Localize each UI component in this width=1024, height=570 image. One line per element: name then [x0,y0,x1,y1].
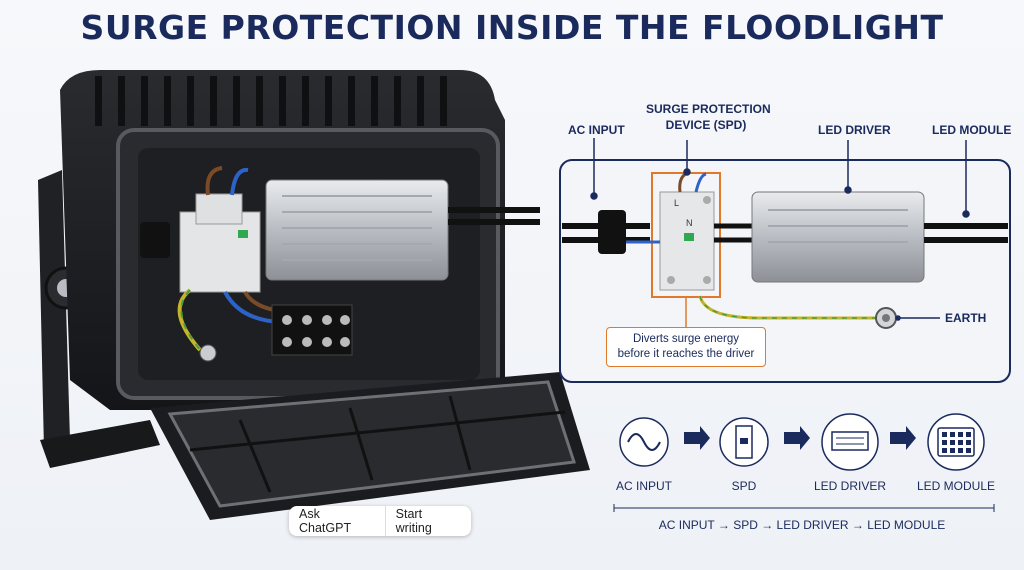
flow-arrow-icon [890,426,916,450]
driver-module [265,179,449,281]
note-line-1: Diverts surge energy [632,333,740,345]
flow-arrow-icon [684,426,710,450]
spd-term-n: N [686,218,693,228]
sine-wave-icon [619,417,669,467]
spd-module [179,193,261,293]
spd-icon [719,417,769,467]
terminal-block [271,304,353,356]
ask-chatgpt-button[interactable]: Ask ChatGPT [299,507,352,535]
callout-earth: EARTH [945,311,987,325]
signal-chain-text: AC INPUT → SPD → LED DRIVER → LED MODULE [658,518,946,532]
page-title: SURGE PROTECTION INSIDE THE FLOODLIGHT [80,8,944,47]
detail-gland [598,210,626,254]
housing-lid [150,372,590,520]
chat-toolbar: Ask ChatGPT Start writing [289,506,471,536]
callout-ac-input: AC INPUT [568,123,625,137]
cable-gland [140,222,170,258]
spd-note: Diverts surge energy before it reaches t… [606,327,766,367]
callout-spd-line1: SURGE PROTECTION [646,102,771,116]
spd-term-l: L [674,198,679,208]
callout-led-module: LED MODULE [932,123,1012,137]
flow-label-spd: SPD [731,479,757,493]
earth-screw [199,344,217,362]
flow-label-ac: AC INPUT [615,479,672,493]
callout-spd-line2: DEVICE (SPD) [665,118,747,132]
led-module-icon [927,413,985,471]
flow-label-driver: LED DRIVER [813,479,887,493]
flow-label-module: LED MODULE [916,479,996,493]
spd-detail [659,191,715,291]
driver-icon [821,413,879,471]
start-writing-button[interactable]: Start writing [395,507,432,535]
toolbar-divider [384,506,386,536]
callout-led-driver: LED DRIVER [818,123,891,137]
driver-detail [751,191,925,283]
flow-diagram [619,413,985,471]
flow-arrow-icon [784,426,810,450]
note-line-2: before it reaches the driver [617,348,755,360]
